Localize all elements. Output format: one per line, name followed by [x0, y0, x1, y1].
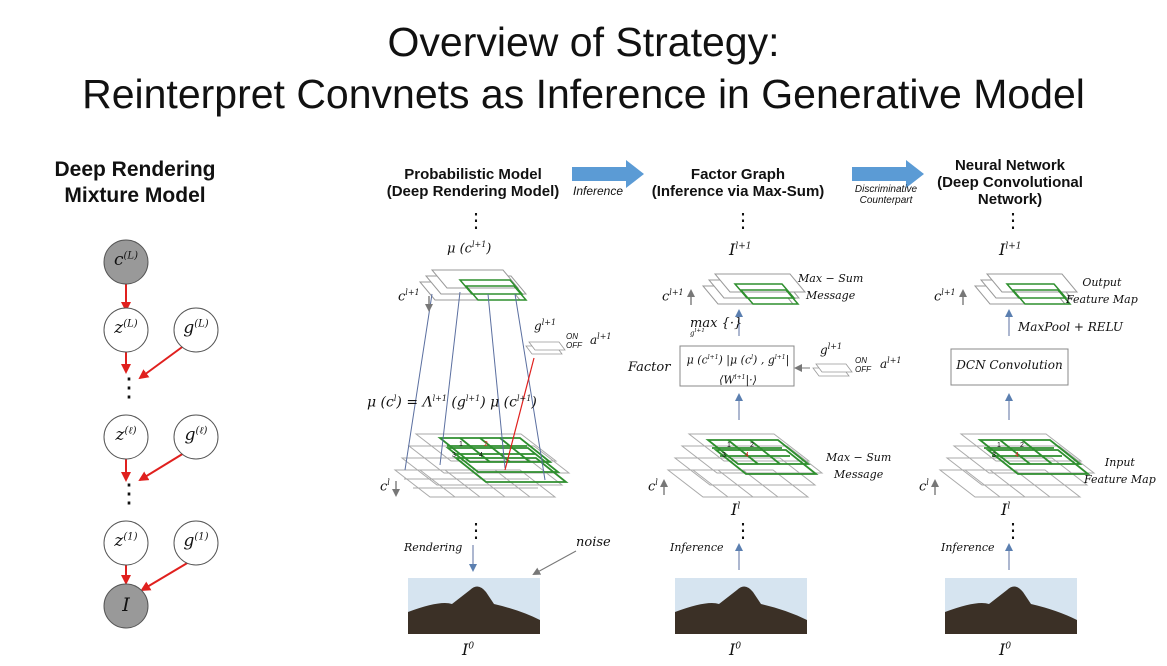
node-g-L	[173, 307, 219, 353]
label-g-1: g(1)	[183, 531, 209, 551]
factor-c-l: cl	[648, 478, 658, 495]
factor-I0: I0	[729, 640, 742, 659]
prob-cell-4: 4	[479, 452, 483, 459]
nn-I-top: Il+1	[999, 240, 1022, 259]
prob-c-l: cl	[380, 478, 390, 495]
statue-image-3	[945, 578, 1077, 634]
label-z-1: z(1)	[114, 531, 138, 551]
factor-max-op: max {·}gl+1	[690, 316, 743, 338]
factor-cell-1: 1	[727, 442, 731, 449]
discriminative-arrow	[852, 160, 924, 188]
prob-rendering-label: Rendering	[404, 541, 463, 554]
nn-cell-1: 1	[997, 442, 1001, 449]
factor-ellipsis-top: ⋮	[733, 210, 753, 232]
nn-c-l1: cl+1	[934, 288, 956, 305]
prob-noise-label: noise	[576, 535, 611, 550]
nn-lower-grid	[938, 433, 1096, 498]
left-ellipsis-1: ⋮	[116, 372, 142, 402]
factor-a-l1: al+1	[880, 356, 902, 371]
node-image	[103, 583, 149, 629]
factor-lower-grid	[666, 433, 824, 498]
left-panel-heading: Deep Rendering Mixture Model	[54, 158, 216, 207]
dcn-conv-box	[950, 348, 1069, 386]
nn-ellipsis-bottom: ⋮	[1003, 520, 1023, 542]
prob-cell-3: 3	[452, 452, 456, 459]
nn-cell-3: 3	[992, 452, 996, 459]
factor-cell-2: 2	[750, 442, 754, 449]
prob-ellipsis-bottom: ⋮	[466, 520, 486, 542]
prob-I0: I0	[462, 640, 475, 659]
node-c-top	[103, 239, 149, 285]
inference-arrow	[572, 160, 644, 188]
factor-upper-grid	[701, 273, 807, 305]
factor-cell-4: 4	[745, 452, 749, 459]
nn-cell-2: 2	[1020, 442, 1024, 449]
left-ellipsis-2: ⋮	[116, 478, 142, 508]
factor-I-top: Il+1	[729, 240, 752, 259]
factor-I-mid: Il	[731, 500, 741, 519]
node-g-1	[173, 520, 219, 566]
prob-cell-1: 1	[459, 441, 463, 448]
slide-title-line1: Overview of Strategy:	[387, 19, 780, 65]
prob-upper-grid	[418, 269, 528, 301]
factor-inference-label: Inference	[670, 541, 724, 554]
nn-upper-grid	[973, 273, 1079, 305]
col-factor-title: Factor Graph(Inference via Max-Sum)	[651, 166, 825, 200]
factor-c-l1: cl+1	[662, 288, 684, 305]
prob-mu-top: μ (cl+1)	[447, 240, 492, 257]
prob-lower-grid	[393, 433, 571, 498]
nn-c-l: cl	[919, 478, 929, 495]
nn-ellipsis-top: ⋮	[1003, 210, 1023, 232]
nn-cell-4: 4	[1015, 452, 1019, 459]
factor-g-l1: gl+1	[820, 342, 843, 357]
col-prob-title: Probabilistic Model(Deep Rendering Model…	[386, 166, 560, 200]
prob-ellipsis-top: ⋮	[466, 210, 486, 232]
nn-I-mid: Il	[1001, 500, 1011, 519]
prob-g-l1: gl+1	[534, 318, 557, 333]
label-z-L: z(L)	[114, 318, 138, 338]
statue-image-2	[675, 578, 807, 634]
node-z-1	[103, 520, 149, 566]
prob-equation: μ (cl) = Λl+1 (gl+1) μ (cl+1)	[367, 394, 537, 411]
factor-box-text: μ (cl+1) |μ (cl) , gl+1| ⟨Wl+1|·⟩	[686, 353, 790, 387]
nn-I0: I0	[999, 640, 1012, 659]
node-z-l	[103, 414, 149, 460]
node-g-l	[173, 414, 219, 460]
label-g-l: g(ℓ)	[184, 425, 208, 445]
factor-cell-3: 3	[722, 452, 726, 459]
prob-cell-2: 2	[484, 441, 488, 448]
inference-arrow-label: Inference	[573, 184, 624, 198]
slide-title-line2: Reinterpret Convnets as Inference in Gen…	[82, 71, 1085, 117]
label-c-top: c(L)	[114, 250, 138, 270]
statue-image-1	[408, 578, 540, 634]
nn-inference-label: Inference	[941, 541, 995, 554]
prob-a-l1: al+1	[590, 332, 612, 347]
nn-maxpool-label: MaxPool + RELU	[1018, 320, 1123, 334]
prob-c-l1: cl+1	[398, 288, 420, 305]
node-z-L	[103, 307, 149, 353]
label-z-l: z(ℓ)	[115, 425, 137, 445]
factor-ellipsis-bottom: ⋮	[733, 520, 753, 542]
label-image: I	[122, 594, 130, 616]
factor-label: Factor	[628, 360, 671, 375]
label-g-L: g(L)	[183, 318, 209, 338]
nn-dcn-conv-label: DCN Convolution	[956, 358, 1063, 372]
factor-box	[679, 345, 795, 387]
